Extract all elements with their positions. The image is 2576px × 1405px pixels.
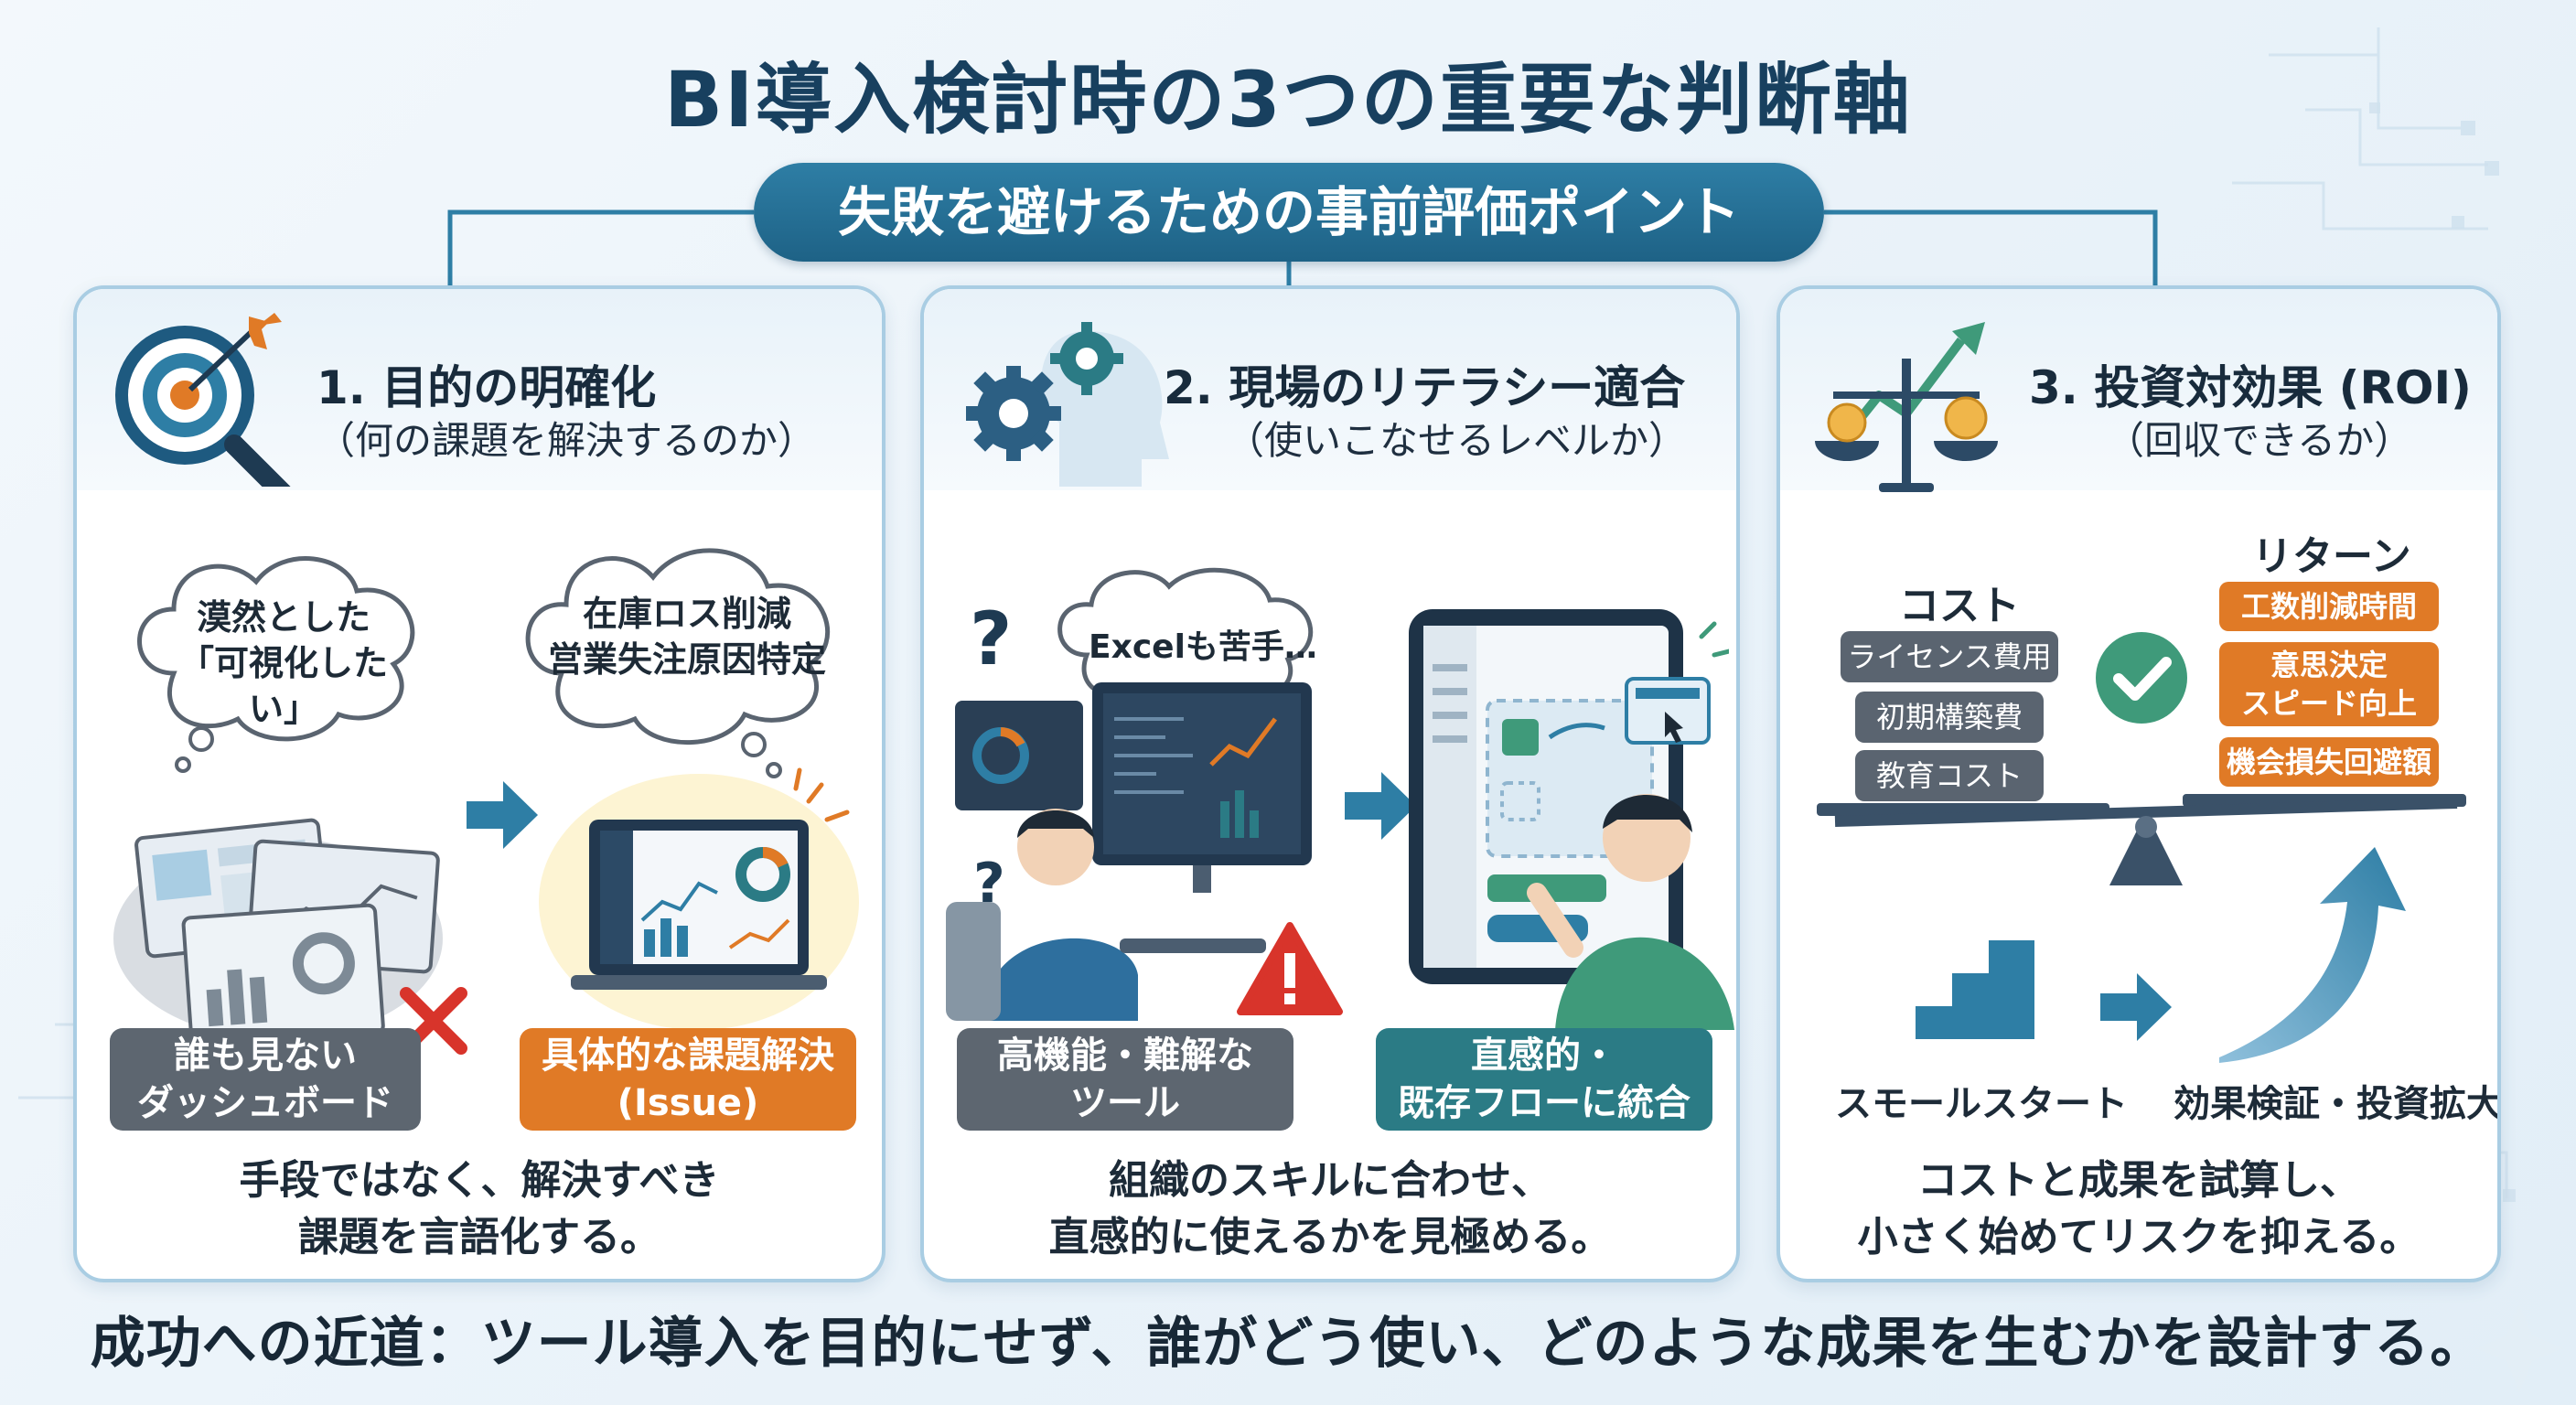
card-summary: 組織のスキルに合わせ、 直感的に使えるかを見極める。 (924, 1153, 1736, 1266)
summary-line: 手段ではなく、解決すべき (239, 1157, 720, 1204)
question-mark-icon: ? (970, 596, 1012, 681)
card-roi: 3. 投資対効果 (ROI) （回収できるか） コスト ライセンス費用 初期構築… (1776, 285, 2501, 1282)
thought-line: 営業失注原因特定 (547, 639, 826, 680)
cost-item: ライセンス費用 (1841, 631, 2058, 682)
card-purpose: 1. 目的の明確化 （何の課題を解決するのか） 漠然とした 「可視化したい」 在… (73, 285, 886, 1282)
label-concrete-issue: 具体的な課題解決 (Issue) (520, 1028, 856, 1131)
label-line: (Issue) (617, 1082, 759, 1124)
return-item-line: 機会損失回避額 (2226, 745, 2431, 779)
page-title: BI導入検討時の3つの重要な判断軸 (664, 55, 1912, 145)
card-summary: コストと成果を試算し、 小さく始めてリスクを抑える。 (1780, 1153, 2497, 1266)
thought-line: 在庫ロス削減 (582, 594, 791, 634)
target-magnifier-icon (115, 313, 291, 487)
thought-line: 「可視化したい」 (178, 643, 388, 729)
seesaw-balance-illustration (1817, 794, 2466, 885)
small-start-label: スモールスタート (1835, 1083, 2128, 1125)
cost-label: コスト (1899, 583, 2020, 629)
return-item-line: 工数削減時間 (2240, 589, 2417, 624)
thought-text-left: 漠然とした 「可視化したい」 (156, 595, 412, 732)
summary-line: コストと成果を試算し、 (1917, 1157, 2360, 1204)
card-title: 2. 現場のリテラシー適合 (1164, 361, 1686, 414)
staircase-icon (1916, 940, 2034, 1039)
label-line: ダッシュボード (137, 1082, 393, 1124)
arrow-right-icon (1345, 772, 1416, 840)
laptop-dashboard-illustration (539, 767, 859, 1030)
label-line: 誰も見ない (174, 1035, 357, 1077)
summary-line: 直感的に使えるかを見極める。 (1048, 1214, 1612, 1260)
check-icon (2096, 632, 2187, 724)
cost-item: 初期構築費 (1855, 692, 2044, 743)
tablet-intuitive-ui-illustration (1409, 609, 1729, 984)
thought-text: Excelも苦手… (1089, 628, 1317, 666)
return-item: 工数削減時間 (2219, 582, 2439, 631)
card-subtitle: （使いこなせるレベルか） (1226, 418, 1688, 463)
subtitle-pill: 失敗を避けるための事前評価ポイント (754, 163, 1824, 262)
summary-line: 組織のスキルに合わせ、 (1109, 1157, 1551, 1204)
cost-item: 教育コスト (1855, 750, 2044, 801)
messy-dashboards-illustration (113, 818, 467, 1055)
card-summary: 手段ではなく、解決すべき 課題を言語化する。 (77, 1153, 882, 1266)
happy-user-illustration (1527, 794, 1734, 1030)
thought-text-right: 在庫ロス削減 営業失注原因特定 (545, 591, 829, 682)
thought-cloud-right (525, 548, 831, 778)
label-line: 既存フローに統合 (1398, 1082, 1690, 1124)
label-intuitive-tool: 直感的・ 既存フローに統合 (1376, 1028, 1712, 1131)
return-item: 意思決定 スピード向上 (2219, 642, 2439, 726)
arrow-right-icon (2100, 973, 2172, 1041)
summary-line: 小さく始めてリスクを抑える。 (1857, 1214, 2420, 1260)
summary-line: 課題を言語化する。 (298, 1214, 660, 1260)
thought-cloud-left (137, 556, 415, 773)
footer-message: 成功への近道：ツール導入を目的にせず、誰がどう使い、どのような成果を生むかを設計… (90, 1312, 2486, 1376)
expand-label: 効果検証・投資拡大 (2174, 1083, 2501, 1125)
thought-line: 漠然とした (196, 597, 370, 638)
card-subtitle: （何の課題を解決するのか） (317, 418, 817, 463)
label-line: 直感的・ (1471, 1035, 1617, 1077)
label-line: 高機能・難解な (997, 1035, 1253, 1077)
confused-user-illustration: ? (946, 682, 1312, 1021)
growth-arrow-icon (2219, 847, 2406, 1063)
svg-text:?: ? (973, 852, 1005, 916)
card-title: 1. 目的の明確化 (317, 361, 657, 414)
label-line: 具体的な課題解決 (542, 1035, 834, 1077)
label-unused-dashboard: 誰も見ない ダッシュボード (110, 1028, 421, 1131)
card-title: 3. 投資対効果 (ROI) (2029, 361, 2472, 414)
svg-text:?: ? (970, 596, 1012, 681)
arrow-right-icon (467, 781, 538, 849)
card-literacy: 2. 現場のリテラシー適合 （使いこなせるレベルか） Excelも苦手… ? ? (920, 285, 1740, 1282)
return-label: リターン (2252, 533, 2411, 580)
return-item: 機会損失回避額 (2219, 737, 2439, 787)
balance-scale-growth-icon (1815, 322, 1998, 492)
card-subtitle: （回収できるか） (2106, 418, 2413, 463)
subtitle-connector-lines (447, 209, 2158, 287)
return-item-line: スピード向上 (2240, 686, 2417, 721)
label-line: ツール (1070, 1082, 1180, 1124)
gears-head-icon (966, 322, 1169, 487)
label-complex-tool: 高機能・難解な ツール (957, 1028, 1293, 1131)
return-item-line: 意思決定 (2270, 648, 2388, 682)
card-header (1780, 289, 2497, 490)
warning-icon (1237, 922, 1343, 1015)
